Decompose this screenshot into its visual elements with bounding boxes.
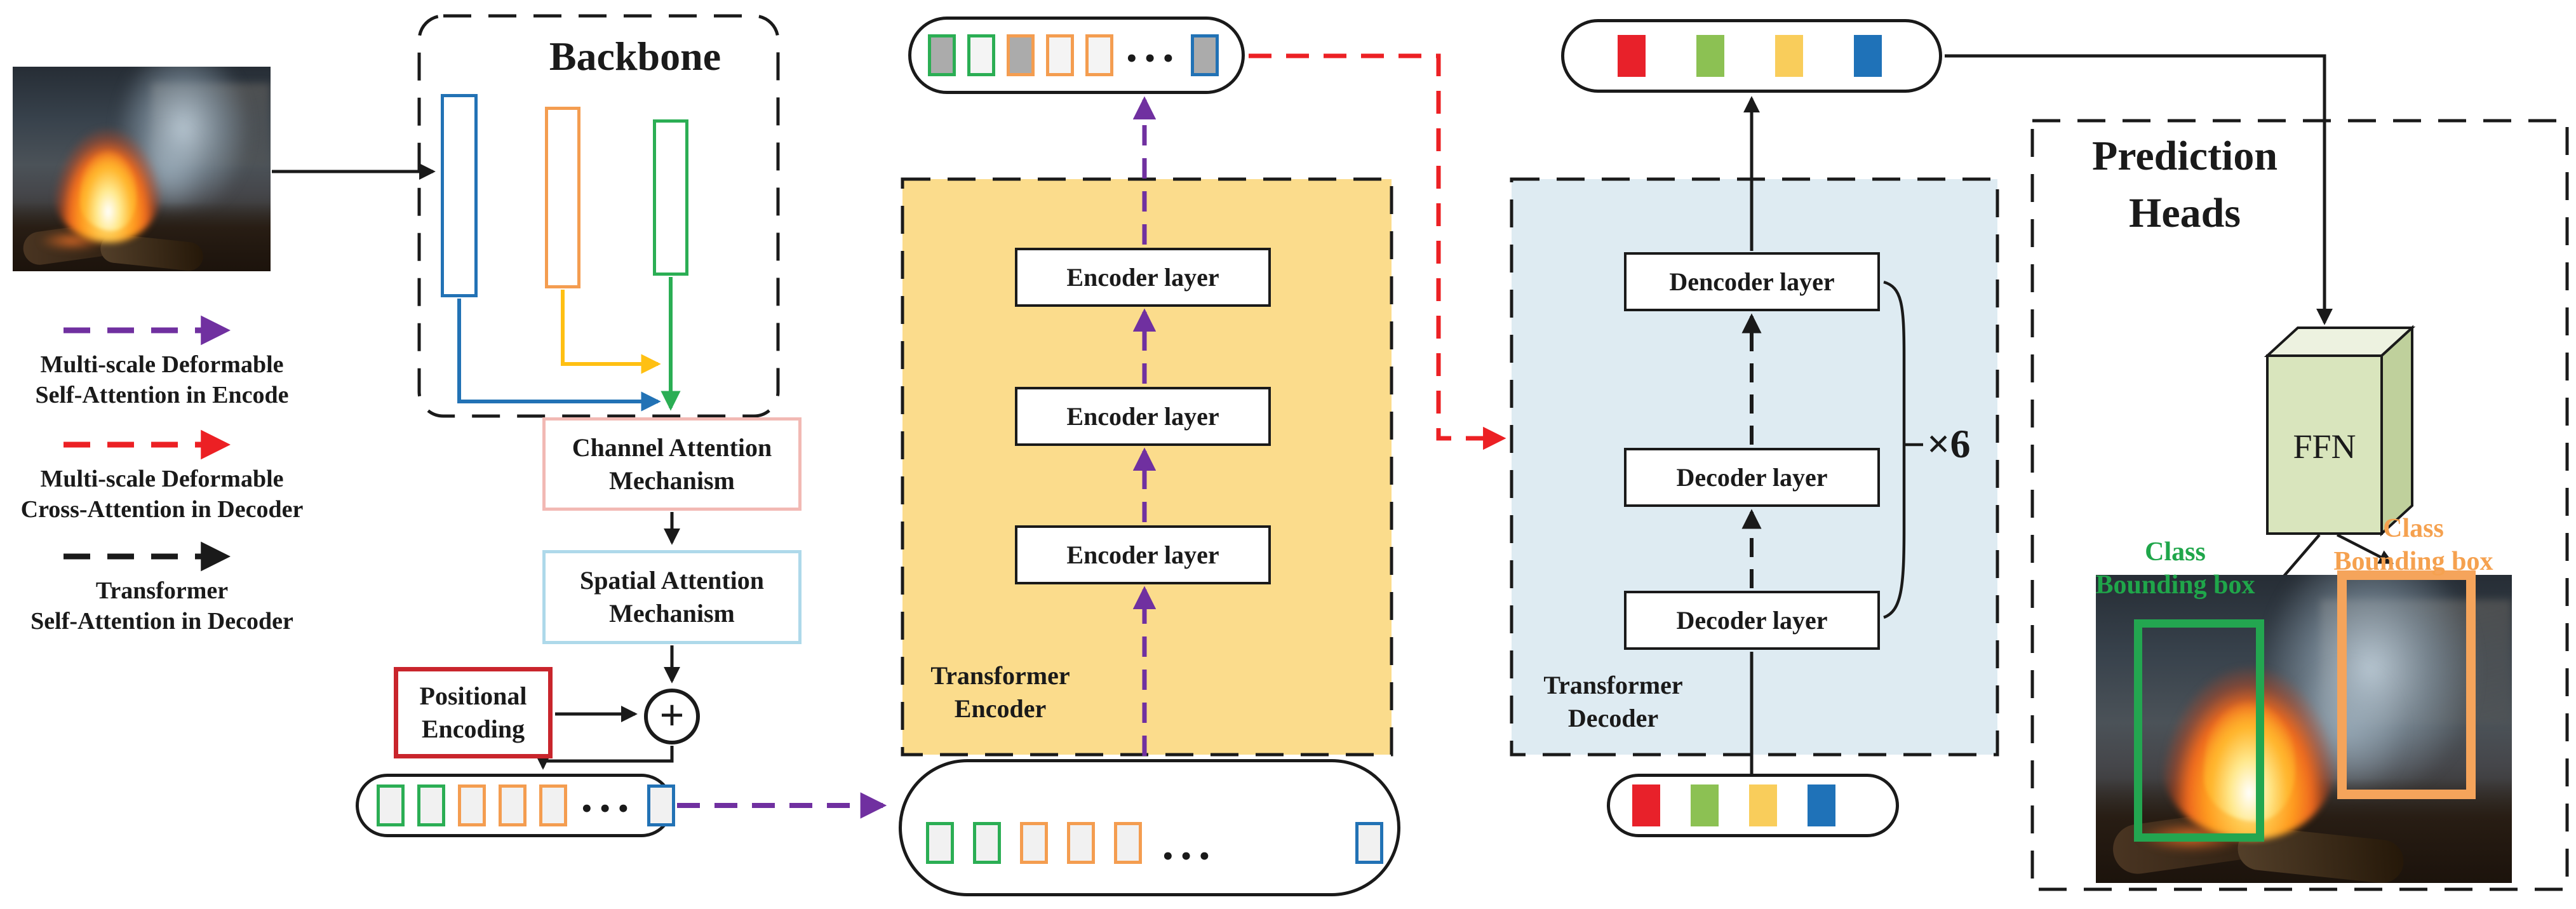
photo-flame-core [79, 136, 137, 231]
backbone-stage-c3 [441, 94, 478, 297]
feature-token [1749, 784, 1777, 826]
feature-token [1618, 35, 1646, 77]
sum-to-feature-pill-arrow [535, 746, 674, 770]
plus-icon: + [659, 691, 685, 738]
feature-token [973, 822, 1001, 864]
encoder-caption-line2: Encoder [954, 694, 1047, 723]
orange-class-label-line1: Class [2383, 514, 2444, 543]
encoder-layer-1: Encoder layer [1015, 248, 1271, 307]
repeat-bracket [1883, 280, 1906, 619]
decoder-layer-1: Dencoder layer [1624, 252, 1880, 311]
feature-token [1355, 822, 1384, 864]
prediction-heads-title-line1: Prediction [2091, 133, 2278, 179]
prediction-heads-box [2030, 119, 2569, 891]
feature-token [1632, 784, 1660, 826]
feature-token [417, 784, 445, 826]
legend-label-encoder-attn-line2: Self-Attention in Encode [35, 382, 289, 408]
feature-token [967, 34, 995, 76]
feature-token [647, 784, 676, 826]
spatial-attention-label-line2: Mechanism [609, 599, 735, 628]
orange-class-label-line2: Bounding box [2333, 547, 2493, 576]
feature-token [499, 784, 527, 826]
decoder-layer-3: Decoder layer [1624, 591, 1880, 650]
input-fire-image [13, 67, 271, 271]
spatial-attention-label-line1: Spatial Attention [579, 566, 765, 595]
feature-token [1696, 35, 1724, 77]
feature-token [1854, 35, 1882, 77]
encoder-layer-2-label: Encoder layer [1066, 402, 1219, 431]
backbone-box [417, 14, 780, 418]
decoder-layer-2-label: Decoder layer [1676, 463, 1828, 492]
positional-encoding-box: Positional Encoding [394, 667, 553, 758]
encoder-caption-line1: Transformer [930, 661, 1070, 690]
channel-attention-box: Channel Attention Mechanism [542, 417, 802, 511]
decoder-layer-3-label: Decoder layer [1676, 606, 1828, 635]
ffn-cube-front-face [2266, 354, 2383, 535]
feature-token [1191, 34, 1219, 76]
feature-token [1007, 34, 1035, 76]
encoder-output-tokens-pill: ••• [908, 17, 1245, 94]
prediction-heads-title-line2: Heads [2128, 190, 2241, 236]
channel-attention-label-line1: Channel Attention [572, 433, 772, 462]
decoder-caption-line1: Transformer [1543, 671, 1683, 699]
backbone-c4-wire [561, 290, 661, 374]
encoder-input-tokens-pill: ••• [899, 759, 1400, 896]
smoke-bounding-box [2337, 570, 2476, 799]
decoder-caption-line2: Decoder [1567, 704, 1659, 732]
feature-token [928, 34, 956, 76]
decoder-layer-2: Decoder layer [1624, 448, 1880, 507]
feature-token [1808, 784, 1835, 826]
encoder-layer-3: Encoder layer [1015, 525, 1271, 584]
decoder-layer-1-label: Dencoder layer [1669, 267, 1835, 296]
spatial-attention-box: Spatial Attention Mechanism [542, 550, 802, 644]
object-queries-pill [1607, 774, 1899, 837]
channel-attention-label-line2: Mechanism [609, 466, 735, 495]
elementwise-sum-node: + [644, 689, 700, 744]
feature-token [926, 822, 954, 864]
feature-token [1067, 822, 1095, 864]
feature-token [1114, 822, 1142, 864]
encoder-layer-2: Encoder layer [1015, 387, 1271, 446]
ellipsis-tokens: ••• [1125, 46, 1180, 72]
legend-label-cross-attn-line1: Multi-scale Deformable [40, 466, 284, 492]
positional-encoding-label-line1: Positional [419, 682, 527, 710]
backbone-stage-c4 [545, 107, 580, 288]
backbone-c3-wire [457, 299, 661, 412]
feature-token [1085, 34, 1113, 76]
output-fire-image [2096, 575, 2512, 883]
feature-token [1046, 34, 1074, 76]
encoder-layer-3-label: Encoder layer [1066, 541, 1219, 569]
feature-token [1691, 784, 1719, 826]
feature-token [539, 784, 567, 826]
ffn-label: FFN [2293, 428, 2356, 466]
green-class-label-line2: Bounding box [2095, 570, 2255, 600]
fire-bounding-box [2134, 619, 2264, 842]
legend-label-cross-attn-line2: Cross-Attention in Decoder [20, 496, 304, 523]
feature-token [1020, 822, 1048, 864]
legend-label-encoder-attn-line1: Multi-scale Deformable [40, 351, 284, 378]
feature-token [377, 784, 405, 826]
backbone-stage-c5 [653, 119, 688, 276]
ffn-to-bbox-arrow [2336, 533, 2394, 565]
photo-flame-core [2204, 679, 2296, 821]
decoder-output-tokens-pill [1561, 19, 1942, 93]
legend-label-self-attn-line1: Transformer [95, 577, 229, 604]
ellipsis-tokens: ••• [580, 797, 635, 822]
green-class-label-line1: Class [2145, 537, 2206, 567]
feature-token [458, 784, 486, 826]
decoder-output-to-ffn-arrow [1945, 54, 2333, 325]
backbone-title: Backbone [549, 34, 721, 79]
positional-encoding-label-line2: Encoding [421, 715, 525, 743]
ellipsis-tokens: ••• [1161, 844, 1216, 870]
encoder-memory-to-decoder-arrow [1249, 53, 1506, 450]
feature-token [1775, 35, 1803, 77]
legend-label-self-attn-line2: Self-Attention in Decoder [30, 608, 293, 635]
repeat-times-label: ×6 [1927, 421, 1971, 466]
backbone-feature-tokens-pill: ••• [356, 774, 676, 837]
ffn-cube-right-face [2380, 325, 2413, 537]
encoder-layer-1-label: Encoder layer [1066, 263, 1219, 292]
